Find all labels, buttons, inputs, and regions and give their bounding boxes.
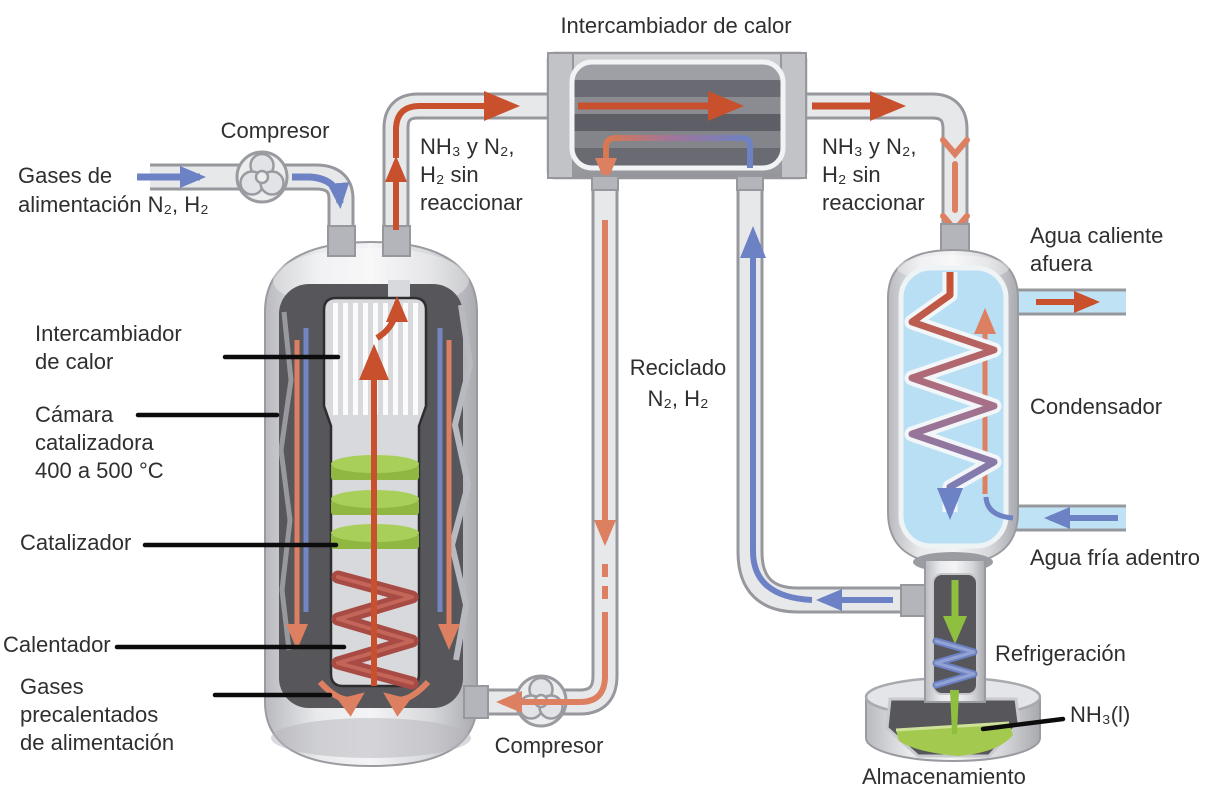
preheated-label-3: de alimentación <box>20 730 174 755</box>
storage-label: Almacenamiento <box>862 764 1026 789</box>
exchanger-bottom-left-stub <box>591 175 619 191</box>
ammonia-liquid-label: NH₃(l) <box>1070 702 1130 727</box>
exchanger-bottom-right-stub <box>736 175 764 191</box>
preheated-label-1: Gases <box>20 674 84 699</box>
product-right-label-1: NH₃ y N₂, <box>822 134 917 159</box>
recycle-heating-elbow-arrow <box>595 135 753 184</box>
hot-water-label-2: afuera <box>1030 251 1093 276</box>
recycle-compressor-label: Compresor <box>495 733 604 758</box>
annulus-downflow <box>286 328 460 717</box>
condenser-coil <box>904 272 1002 520</box>
condenser-vessel <box>887 248 1118 566</box>
product-right-label-3: reaccionar <box>822 190 925 215</box>
feed-gas-label-2: alimentación N₂, H₂ <box>18 192 209 217</box>
inner-exchanger-label-1: Intercambiador <box>35 321 182 346</box>
product-bend-arrow <box>393 91 520 158</box>
recycle-up-pipe <box>736 176 906 614</box>
heat-exchanger-title: Intercambiador de calor <box>560 13 791 38</box>
cold-water-entry-curve <box>983 496 1014 521</box>
reactor-vessel <box>264 240 478 768</box>
feed-compressor-icon <box>235 150 289 204</box>
catalyst-bed <box>331 455 419 549</box>
refrigeration-unit <box>924 559 986 703</box>
preheated-inlet-stub <box>463 685 489 719</box>
chamber-label-2: catalizadora <box>35 430 154 455</box>
recycle-down-pipe <box>478 176 619 716</box>
exchanger-to-condenser-pipe <box>806 92 969 252</box>
preheated-label-2: precalentados <box>20 702 158 727</box>
feed-compressor-label: Compresor <box>221 118 330 143</box>
interior-edge-right <box>448 304 474 661</box>
recycle-cold-up-arrow <box>740 226 813 603</box>
product-outlet-stub <box>382 225 411 257</box>
feed-inlet-stub <box>327 225 356 257</box>
heater-label: Calentador <box>3 632 111 657</box>
recycle-label-1: Reciclado <box>630 355 727 380</box>
exchanger-end-cap-left <box>547 52 574 179</box>
heat-exchanger <box>546 51 808 184</box>
ammonia-stream <box>950 690 959 734</box>
product-left-label-3: reaccionar <box>420 190 523 215</box>
pointer-ammonia <box>980 716 1066 732</box>
recycle-into-reactor-arrow <box>496 612 608 713</box>
exchanger-shell-outline <box>569 59 786 171</box>
product-left-label-2: H₂ sin <box>420 162 479 187</box>
chamber-label-3: 400 a 500 °C <box>35 458 164 483</box>
hot-water-label-1: Agua caliente <box>1030 223 1163 248</box>
recycle-label-2: N₂, H₂ <box>647 386 708 411</box>
liquid-ammonia-pool <box>896 723 1013 756</box>
product-left-label-1: NH₃ y N₂, <box>420 134 515 159</box>
refrigeration-label: Refrigeración <box>995 641 1126 666</box>
reactor-exit-arrow <box>375 296 408 341</box>
inner-exchanger-label-2: de calor <box>35 349 113 374</box>
recycle-outlet-stub <box>900 584 928 617</box>
chamber-label-1: Cámara <box>35 402 114 427</box>
product-right-label-2: H₂ sin <box>822 162 881 187</box>
interior-edge-left <box>278 311 294 651</box>
condenser-label: Condensador <box>1030 394 1162 419</box>
reactor-bottom-rim <box>271 718 471 758</box>
feed-into-reactor-arrow <box>292 173 350 209</box>
cold-water-label: Agua fría adentro <box>1030 545 1200 570</box>
refrigeration-coil <box>932 637 978 689</box>
catalyst-label: Catalizador <box>20 530 131 555</box>
feed-gas-label-1: Gases de <box>18 163 112 188</box>
